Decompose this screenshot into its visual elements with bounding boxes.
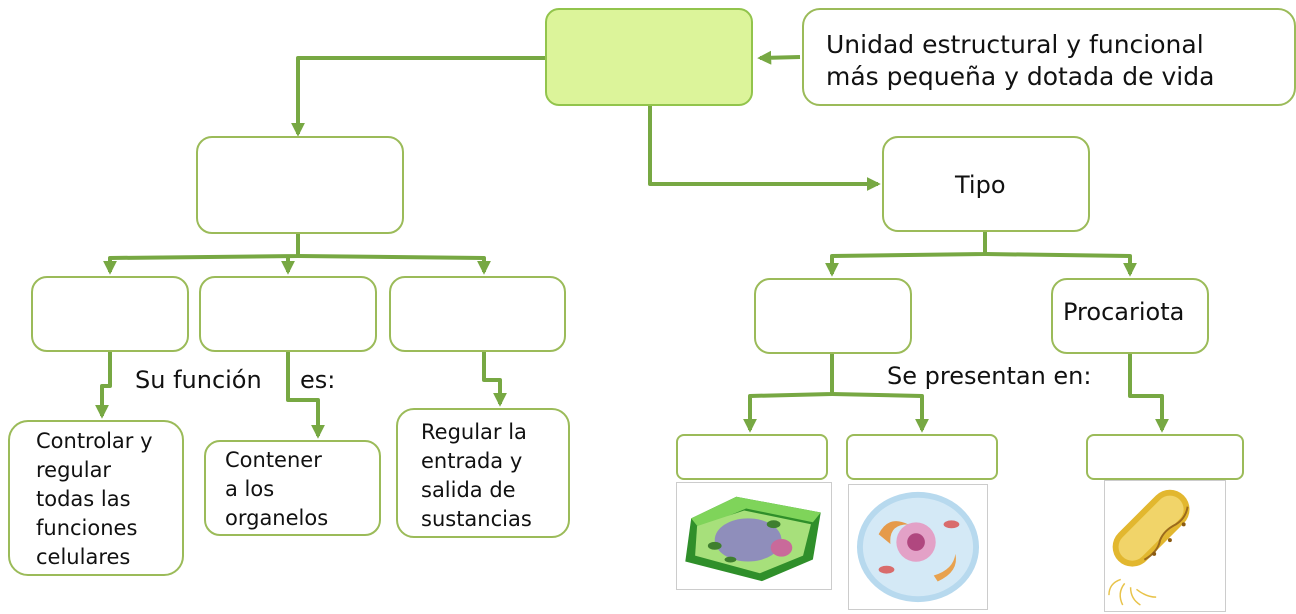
image-box-1 [676,434,828,480]
definition-box [802,8,1296,106]
arrow-to-function-2 [286,352,325,439]
arrow-root-to-parts [291,56,546,137]
root-concept-box [545,8,753,106]
bacterium-icon [1108,489,1190,606]
function-3-line: entrada y [421,449,523,473]
part-box-2 [199,276,377,352]
function-box-1 [8,420,184,576]
animal-cell-image [848,484,988,610]
function-1-line: regular [36,458,112,482]
function-1-line: funciones [36,516,138,540]
arrow-type-prokaryote [984,252,1137,277]
prokaryote-box [1051,278,1209,354]
parts-box [196,136,404,234]
image-box-3 [1086,434,1244,480]
function-2-line: a los [225,477,275,501]
arrow-definition-to-root [757,50,801,65]
prokaryote-label: Procariota [1063,298,1185,326]
function-box-2 [204,440,381,536]
animal-cell-icon [856,491,980,603]
arrow-to-function-3 [482,352,507,407]
function-3-line: sustancias [421,507,532,531]
function-1-line: Controlar y [36,429,153,453]
function-box-3 [396,408,570,538]
part-box-1 [31,276,189,352]
eukaryote-box [754,278,912,354]
bacterium-image [1104,480,1226,612]
plant-cell-image [676,482,832,590]
image-box-2 [846,434,998,480]
definition-line-1: Unidad estructural y funcional [826,30,1204,59]
definition-line-2: más pequeña y dotada de vida [826,62,1215,91]
plant-cell-icon [685,496,821,582]
arrow-eukaryote-right [831,392,929,433]
trunk-eukaryote [743,354,834,433]
trunk-parts [103,234,300,275]
function-text-2: Contener a los organelos [225,446,328,533]
function-2-line: Contener [225,448,322,472]
function-1-line: todas las [36,487,131,511]
function-3-line: Regular la [421,420,527,444]
arrow-prokaryote-down [1128,354,1169,433]
type-box [882,136,1090,232]
function-3-line: salida de [421,478,516,502]
function-text-1: Controlar y regular todas las funciones … [36,427,153,572]
function-text-3: Regular la entrada y salida de sustancia… [421,418,532,534]
type-label: Tipo [955,171,1006,199]
trunk-type [825,232,987,277]
present-in-label: Se presentan en: [887,362,1092,390]
arrow-parts-right [297,254,491,275]
arrow-root-to-type [648,106,881,191]
part-box-3 [389,276,566,352]
function-label-right: es: [300,366,336,394]
arrow-to-function-1 [95,352,112,419]
definition-text: Unidad estructural y funcional más peque… [826,29,1214,93]
function-label-left: Su función [135,366,262,394]
function-1-line: celulares [36,545,131,569]
function-2-line: organelos [225,506,329,530]
